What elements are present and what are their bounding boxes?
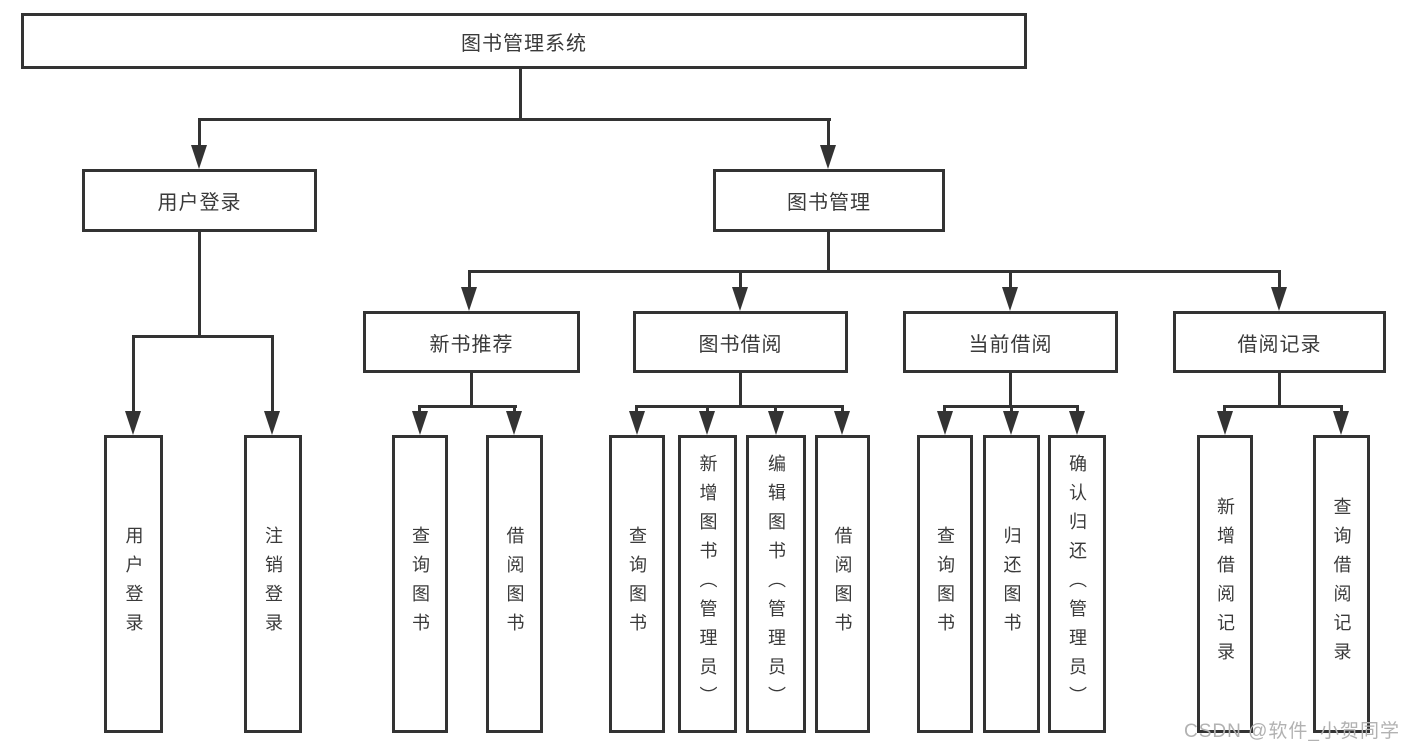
arrow-down-icon: [1217, 411, 1233, 435]
connector-arrow-borrowrecords-line: [1278, 270, 1281, 292]
leaf-borrow-books: 借阅图书: [815, 435, 870, 733]
leaf-confirm-return-admin-label: 确认归还（管理员）: [1067, 453, 1087, 715]
leaf-user-login: 用户登录: [104, 435, 163, 733]
node-new-book-recommend: 新书推荐: [363, 311, 580, 373]
leaf-add-borrow-record: 新增借阅记录: [1197, 435, 1253, 733]
leaf-return-book-label: 归还图书: [1001, 526, 1022, 642]
leaf-logout: 注销登录: [244, 435, 302, 733]
arrow-down-icon: [1003, 411, 1019, 435]
connector-newbook-stub: [470, 373, 473, 408]
connector-bookborrow-stub: [739, 373, 742, 408]
connector-bookborrow-branch: [635, 405, 844, 408]
arrow-down-icon: [264, 411, 280, 435]
leaf-edit-book-admin: 编辑图书（管理员）: [746, 435, 806, 733]
leaf-query-books-current-label: 查询图书: [935, 526, 955, 642]
arrow-down-icon: [1002, 287, 1018, 311]
leaf-borrow-books-label: 借阅图书: [832, 526, 853, 642]
arrow-down-icon: [1069, 411, 1085, 435]
leaf-query-borrow-record: 查询借阅记录: [1313, 435, 1370, 733]
connector-arrow-user-login-line: [198, 118, 201, 152]
node-current-borrow: 当前借阅: [903, 311, 1118, 373]
connector-currentborrow-stub: [1009, 373, 1012, 408]
connector-newbook-branch: [418, 405, 517, 408]
arrow-down-icon: [732, 287, 748, 311]
connector-book-mgmt-stub: [827, 232, 830, 273]
leaf-query-books-borrow-label: 查询图书: [627, 526, 647, 642]
connector-arrow-leaf-line: [271, 335, 274, 417]
node-borrow-records-label: 借阅记录: [1237, 333, 1322, 356]
connector-root-stub: [519, 67, 522, 121]
leaf-query-books-borrow: 查询图书: [609, 435, 665, 733]
connector-user-login-stub: [198, 232, 201, 338]
leaf-logout-label: 注销登录: [263, 526, 283, 642]
csdn-watermark: CSDN @软件_小贺同学: [1184, 721, 1400, 742]
arrow-down-icon: [506, 411, 522, 435]
leaf-borrow-books-recommend: 借阅图书: [486, 435, 543, 733]
arrow-down-icon: [461, 287, 477, 311]
connector-user-login-branch: [132, 335, 274, 338]
connector-arrow-newbook-line: [468, 270, 471, 292]
connector-arrow-bookborrow-line: [739, 270, 742, 292]
arrow-down-icon: [629, 411, 645, 435]
arrow-down-icon: [768, 411, 784, 435]
connector-level2-branch: [198, 118, 831, 121]
leaf-confirm-return-admin: 确认归还（管理员）: [1048, 435, 1106, 733]
node-book-borrow-label: 图书借阅: [698, 333, 783, 356]
arrow-down-icon: [937, 411, 953, 435]
arrow-down-icon: [412, 411, 428, 435]
leaf-query-books-current: 查询图书: [917, 435, 973, 733]
connector-level3-branch: [468, 270, 1281, 273]
node-user-login: 用户登录: [82, 169, 317, 232]
connector-borrowrecords-stub: [1278, 373, 1281, 408]
arrow-down-icon: [834, 411, 850, 435]
node-borrow-records: 借阅记录: [1173, 311, 1386, 373]
connector-arrow-currentborrow-line: [1009, 270, 1012, 292]
connector-arrow-book-mgmt-line: [827, 118, 830, 152]
leaf-query-books-recommend: 查询图书: [392, 435, 448, 733]
node-current-borrow-label: 当前借阅: [968, 333, 1053, 356]
leaf-add-book-admin-label: 新增图书（管理员）: [697, 453, 718, 715]
leaf-user-login-label: 用户登录: [123, 526, 144, 642]
arrow-down-icon: [1271, 287, 1287, 311]
node-book-management: 图书管理: [713, 169, 945, 232]
leaf-add-book-admin: 新增图书（管理员）: [678, 435, 737, 733]
leaf-add-borrow-record-label: 新增借阅记录: [1215, 497, 1235, 671]
leaf-edit-book-admin-label: 编辑图书（管理员）: [766, 453, 786, 715]
node-root: 图书管理系统: [21, 13, 1027, 69]
arrow-down-icon: [699, 411, 715, 435]
arrow-down-icon: [1333, 411, 1349, 435]
node-book-borrow: 图书借阅: [633, 311, 848, 373]
arrow-down-icon: [191, 145, 207, 169]
leaf-query-borrow-record-label: 查询借阅记录: [1331, 497, 1352, 671]
node-root-label: 图书管理系统: [461, 32, 587, 55]
node-user-login-label: 用户登录: [157, 192, 242, 214]
leaf-return-book: 归还图书: [983, 435, 1040, 733]
node-new-book-recommend-label: 新书推荐: [429, 333, 514, 356]
node-book-management-label: 图书管理: [787, 192, 871, 214]
connector-borrowrecords-branch: [1223, 405, 1343, 408]
arrow-down-icon: [820, 145, 836, 169]
leaf-borrow-books-recommend-label: 借阅图书: [504, 526, 525, 642]
leaf-query-books-recommend-label: 查询图书: [410, 526, 430, 642]
connector-arrow-leaf-line: [132, 335, 135, 417]
arrow-down-icon: [125, 411, 141, 435]
